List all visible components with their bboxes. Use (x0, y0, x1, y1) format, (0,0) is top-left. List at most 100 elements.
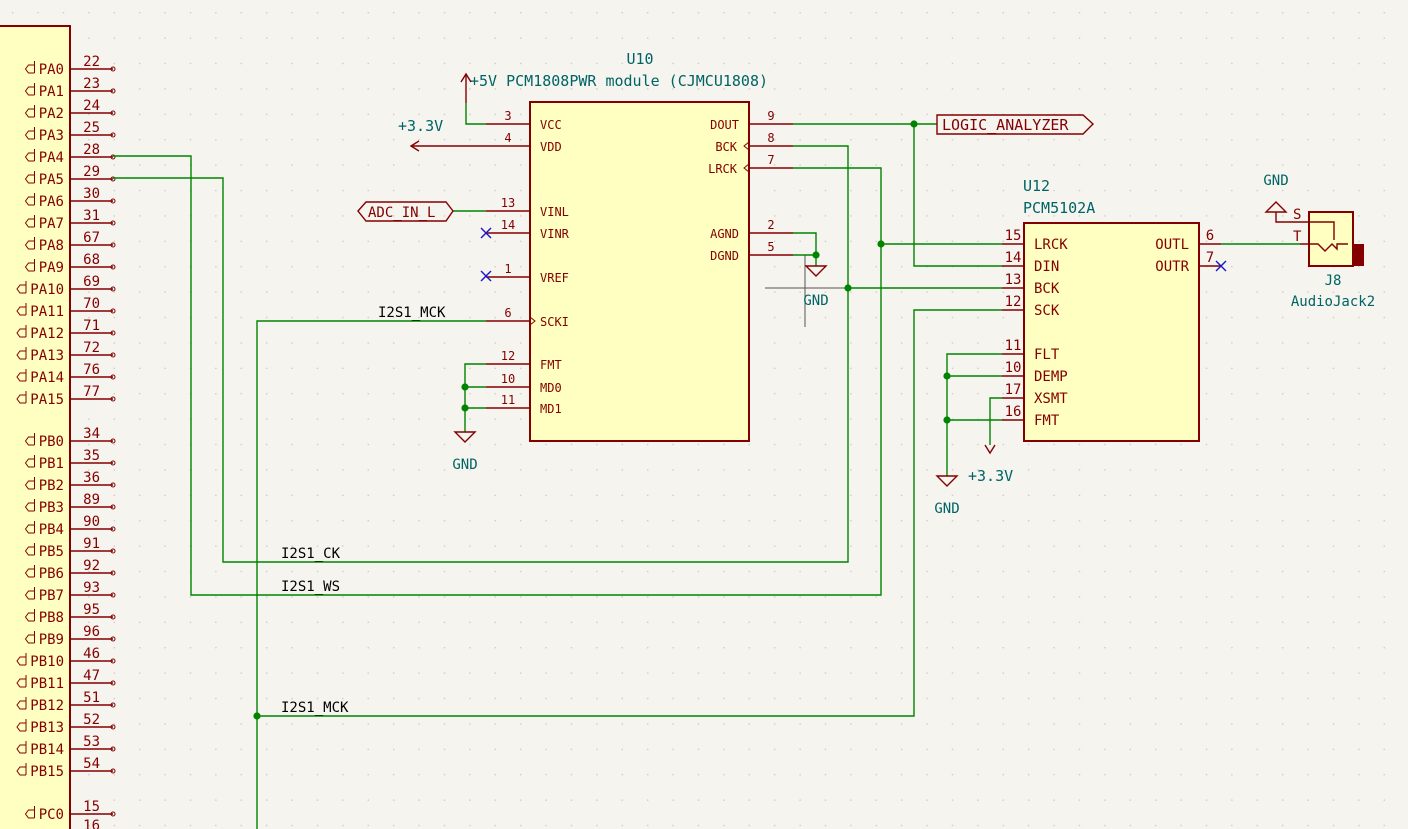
gnd-symbol-icon[interactable] (804, 265, 828, 277)
bidirectional-pin-icon (24, 477, 35, 490)
net-label-i2s1-mck-bottom[interactable]: I2S1_MCK (281, 700, 349, 716)
pin-number: 51 (83, 690, 100, 706)
pin-name: PB6 (39, 566, 64, 582)
j8-body[interactable] (1308, 211, 1354, 267)
wire-i2s1-ck[interactable] (113, 145, 849, 563)
pin-number: 31 (83, 208, 100, 224)
wire-xsmt[interactable] (989, 397, 1002, 445)
gnd-symbol-icon[interactable] (935, 475, 959, 487)
global-label-adc-in-l[interactable]: ADC_IN_L (357, 201, 454, 222)
wire-dout-din[interactable] (913, 124, 1002, 267)
u10-body[interactable] (529, 101, 750, 442)
j8-audio-jack[interactable]: S T J8 AudioJack2 (1291, 207, 1375, 310)
net-label-i2s1-ck[interactable]: I2S1_CK (281, 546, 341, 562)
bidirectional-pin-icon (24, 433, 35, 446)
bidirectional-pin-icon (24, 499, 35, 512)
wire-flt-gnd[interactable] (946, 353, 1002, 476)
pin-number: 8 (767, 131, 774, 145)
wire-i2s1-mck-dac[interactable] (257, 309, 1002, 717)
pin-number: 46 (83, 646, 100, 662)
pin-number: 77 (83, 384, 100, 400)
u12-symbol[interactable]: U12 PCM5102A 15LRCK14DIN13BCK12SCK11FLT1… (1002, 177, 1221, 442)
mcu-pin-16[interactable]: 16 (70, 818, 115, 829)
clock-input-icon (743, 141, 750, 151)
pin-name: PA14 (30, 370, 64, 386)
bidirectional-pin-icon (24, 455, 35, 468)
global-label-logic-analyzer[interactable]: LOGIC_ANALYZER (936, 114, 1095, 135)
bidirectional-pin-icon (24, 631, 35, 644)
net-label-i2s1-ws[interactable]: I2S1_WS (281, 579, 340, 595)
wire-i2s1-mck-mcu[interactable] (256, 320, 486, 829)
pin-number: 69 (83, 274, 100, 290)
wire-vcc[interactable] (465, 103, 486, 125)
pin-number: 24 (83, 98, 100, 114)
u10-symbol[interactable]: U10 +5V PCM1808PWR module (CJMCU1808) 3V… (470, 50, 793, 442)
net-label-i2s1-mck-top[interactable]: I2S1_MCK (378, 305, 446, 321)
mcu-symbol[interactable]: 22PA023PA124PA225PA328PA429PA530PA631PA7… (0, 25, 116, 829)
u12-body[interactable] (1023, 222, 1200, 442)
wire-i2s1-ws[interactable] (113, 155, 882, 596)
gnd-symbol-icon[interactable] (453, 431, 477, 443)
pin-name: DOUT (710, 118, 739, 132)
